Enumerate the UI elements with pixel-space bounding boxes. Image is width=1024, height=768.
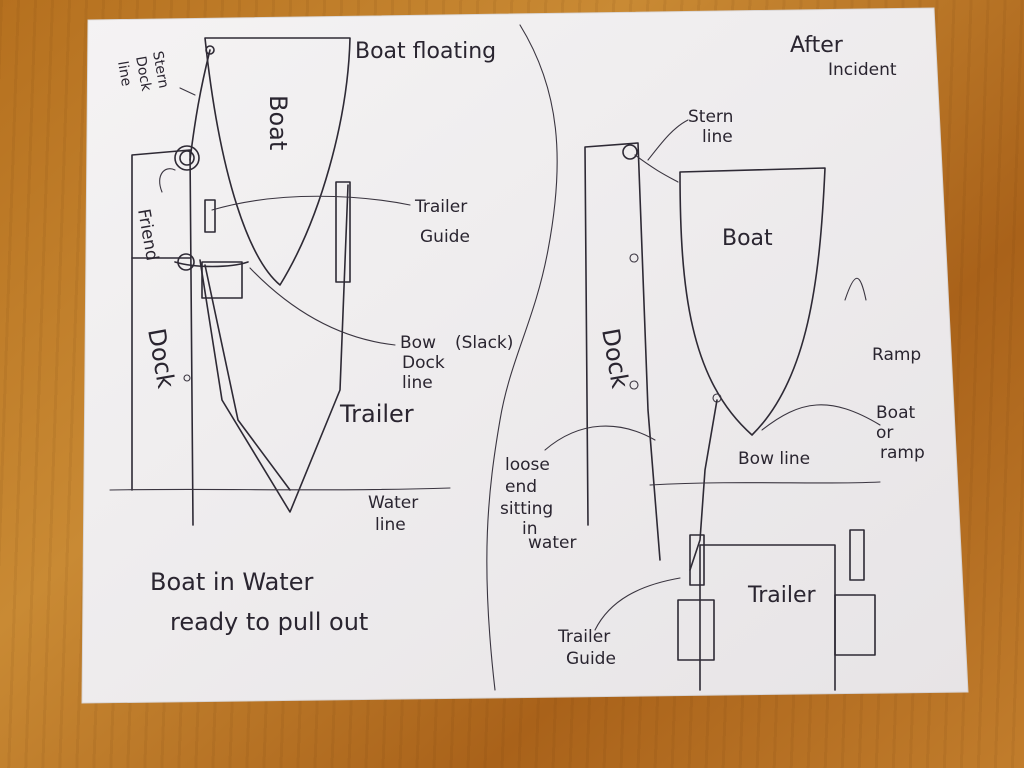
stern-label-right: Stern bbox=[688, 107, 733, 127]
right-drawing: After Incident Stern line Boat Dock Ramp… bbox=[500, 33, 925, 691]
bow-dock-line bbox=[174, 261, 249, 268]
slack-label: (Slack) bbox=[455, 333, 513, 353]
right-water-line bbox=[649, 481, 881, 486]
stern-line-arrow bbox=[179, 87, 196, 96]
boat-floating-label: Boat floating bbox=[355, 39, 496, 64]
bow-line-arrow bbox=[249, 267, 396, 346]
left-fender bbox=[201, 261, 243, 299]
left-boat-label: Boat bbox=[264, 95, 292, 150]
bow-label: Bow bbox=[400, 333, 436, 353]
right-guide-label-1: Trailer bbox=[557, 627, 610, 647]
line-label-small: line bbox=[114, 60, 134, 88]
left-dock bbox=[131, 149, 194, 526]
boat-or-label-2: or bbox=[876, 423, 893, 443]
right-boat bbox=[679, 167, 826, 436]
left-guide-left bbox=[204, 199, 216, 233]
bow-coil bbox=[177, 253, 195, 271]
left-boat bbox=[204, 37, 351, 286]
end-label: end bbox=[505, 477, 537, 497]
boat-or-label-1: Boat bbox=[876, 403, 915, 423]
right-wheel-right bbox=[834, 594, 876, 656]
right-guide-right bbox=[849, 529, 865, 581]
left-trailer-guide-2: Guide bbox=[420, 227, 470, 247]
boat-or-label-3: ramp bbox=[880, 443, 925, 463]
caption-line-2: ready to pull out bbox=[170, 608, 368, 636]
ramp-bump bbox=[844, 277, 867, 301]
water-label: Water bbox=[368, 493, 418, 513]
stern-coil bbox=[174, 145, 200, 171]
stern-line-label: line bbox=[702, 127, 733, 147]
right-wheel-left bbox=[677, 599, 715, 661]
right-guide-arrow bbox=[594, 577, 681, 631]
bow-line-label: Bow line bbox=[738, 449, 810, 469]
left-water-line bbox=[109, 487, 451, 491]
left-trailer-v bbox=[199, 184, 349, 513]
right-stern-cleat bbox=[622, 144, 638, 160]
ramp-curve bbox=[761, 404, 881, 431]
stern-line bbox=[634, 154, 679, 183]
stern-pointer bbox=[647, 119, 689, 161]
incident-label: Incident bbox=[828, 60, 897, 80]
right-boat-label: Boat bbox=[722, 226, 773, 251]
stern-coil-inner bbox=[179, 150, 195, 166]
guide-arrow bbox=[211, 195, 411, 211]
dock-label-small: Dock bbox=[132, 55, 154, 93]
paper-shade bbox=[82, 8, 968, 703]
dock-post-1 bbox=[629, 253, 639, 263]
bow-line bbox=[689, 399, 718, 571]
friend-arrow bbox=[159, 168, 176, 193]
right-guide-left bbox=[689, 534, 705, 586]
right-trailer-label: Trailer bbox=[747, 583, 816, 608]
loose-label: loose bbox=[505, 455, 550, 475]
loose-end-arrow bbox=[544, 425, 656, 451]
line-label-bow: line bbox=[402, 373, 433, 393]
in-label: in bbox=[522, 519, 538, 539]
water-label-right: water bbox=[528, 533, 576, 553]
ramp-label: Ramp bbox=[872, 345, 921, 365]
sitting-label: sitting bbox=[500, 499, 553, 519]
dock-post-2 bbox=[629, 380, 639, 390]
water-line-label: line bbox=[375, 515, 406, 535]
left-guide-right bbox=[335, 181, 351, 283]
left-trailer-inner bbox=[204, 264, 291, 491]
after-label: After bbox=[790, 33, 844, 58]
left-trailer-label: Trailer bbox=[339, 400, 414, 428]
stern-label: Stern bbox=[149, 50, 171, 90]
dock-cleat bbox=[183, 374, 191, 382]
stern-cleat bbox=[205, 45, 215, 55]
divider-line bbox=[486, 24, 558, 691]
caption-line-1: Boat in Water bbox=[150, 568, 313, 596]
dock-label-bow: Dock bbox=[402, 353, 445, 373]
right-guide-label-2: Guide bbox=[566, 649, 616, 669]
left-trailer-guide-1: Trailer bbox=[414, 197, 467, 217]
